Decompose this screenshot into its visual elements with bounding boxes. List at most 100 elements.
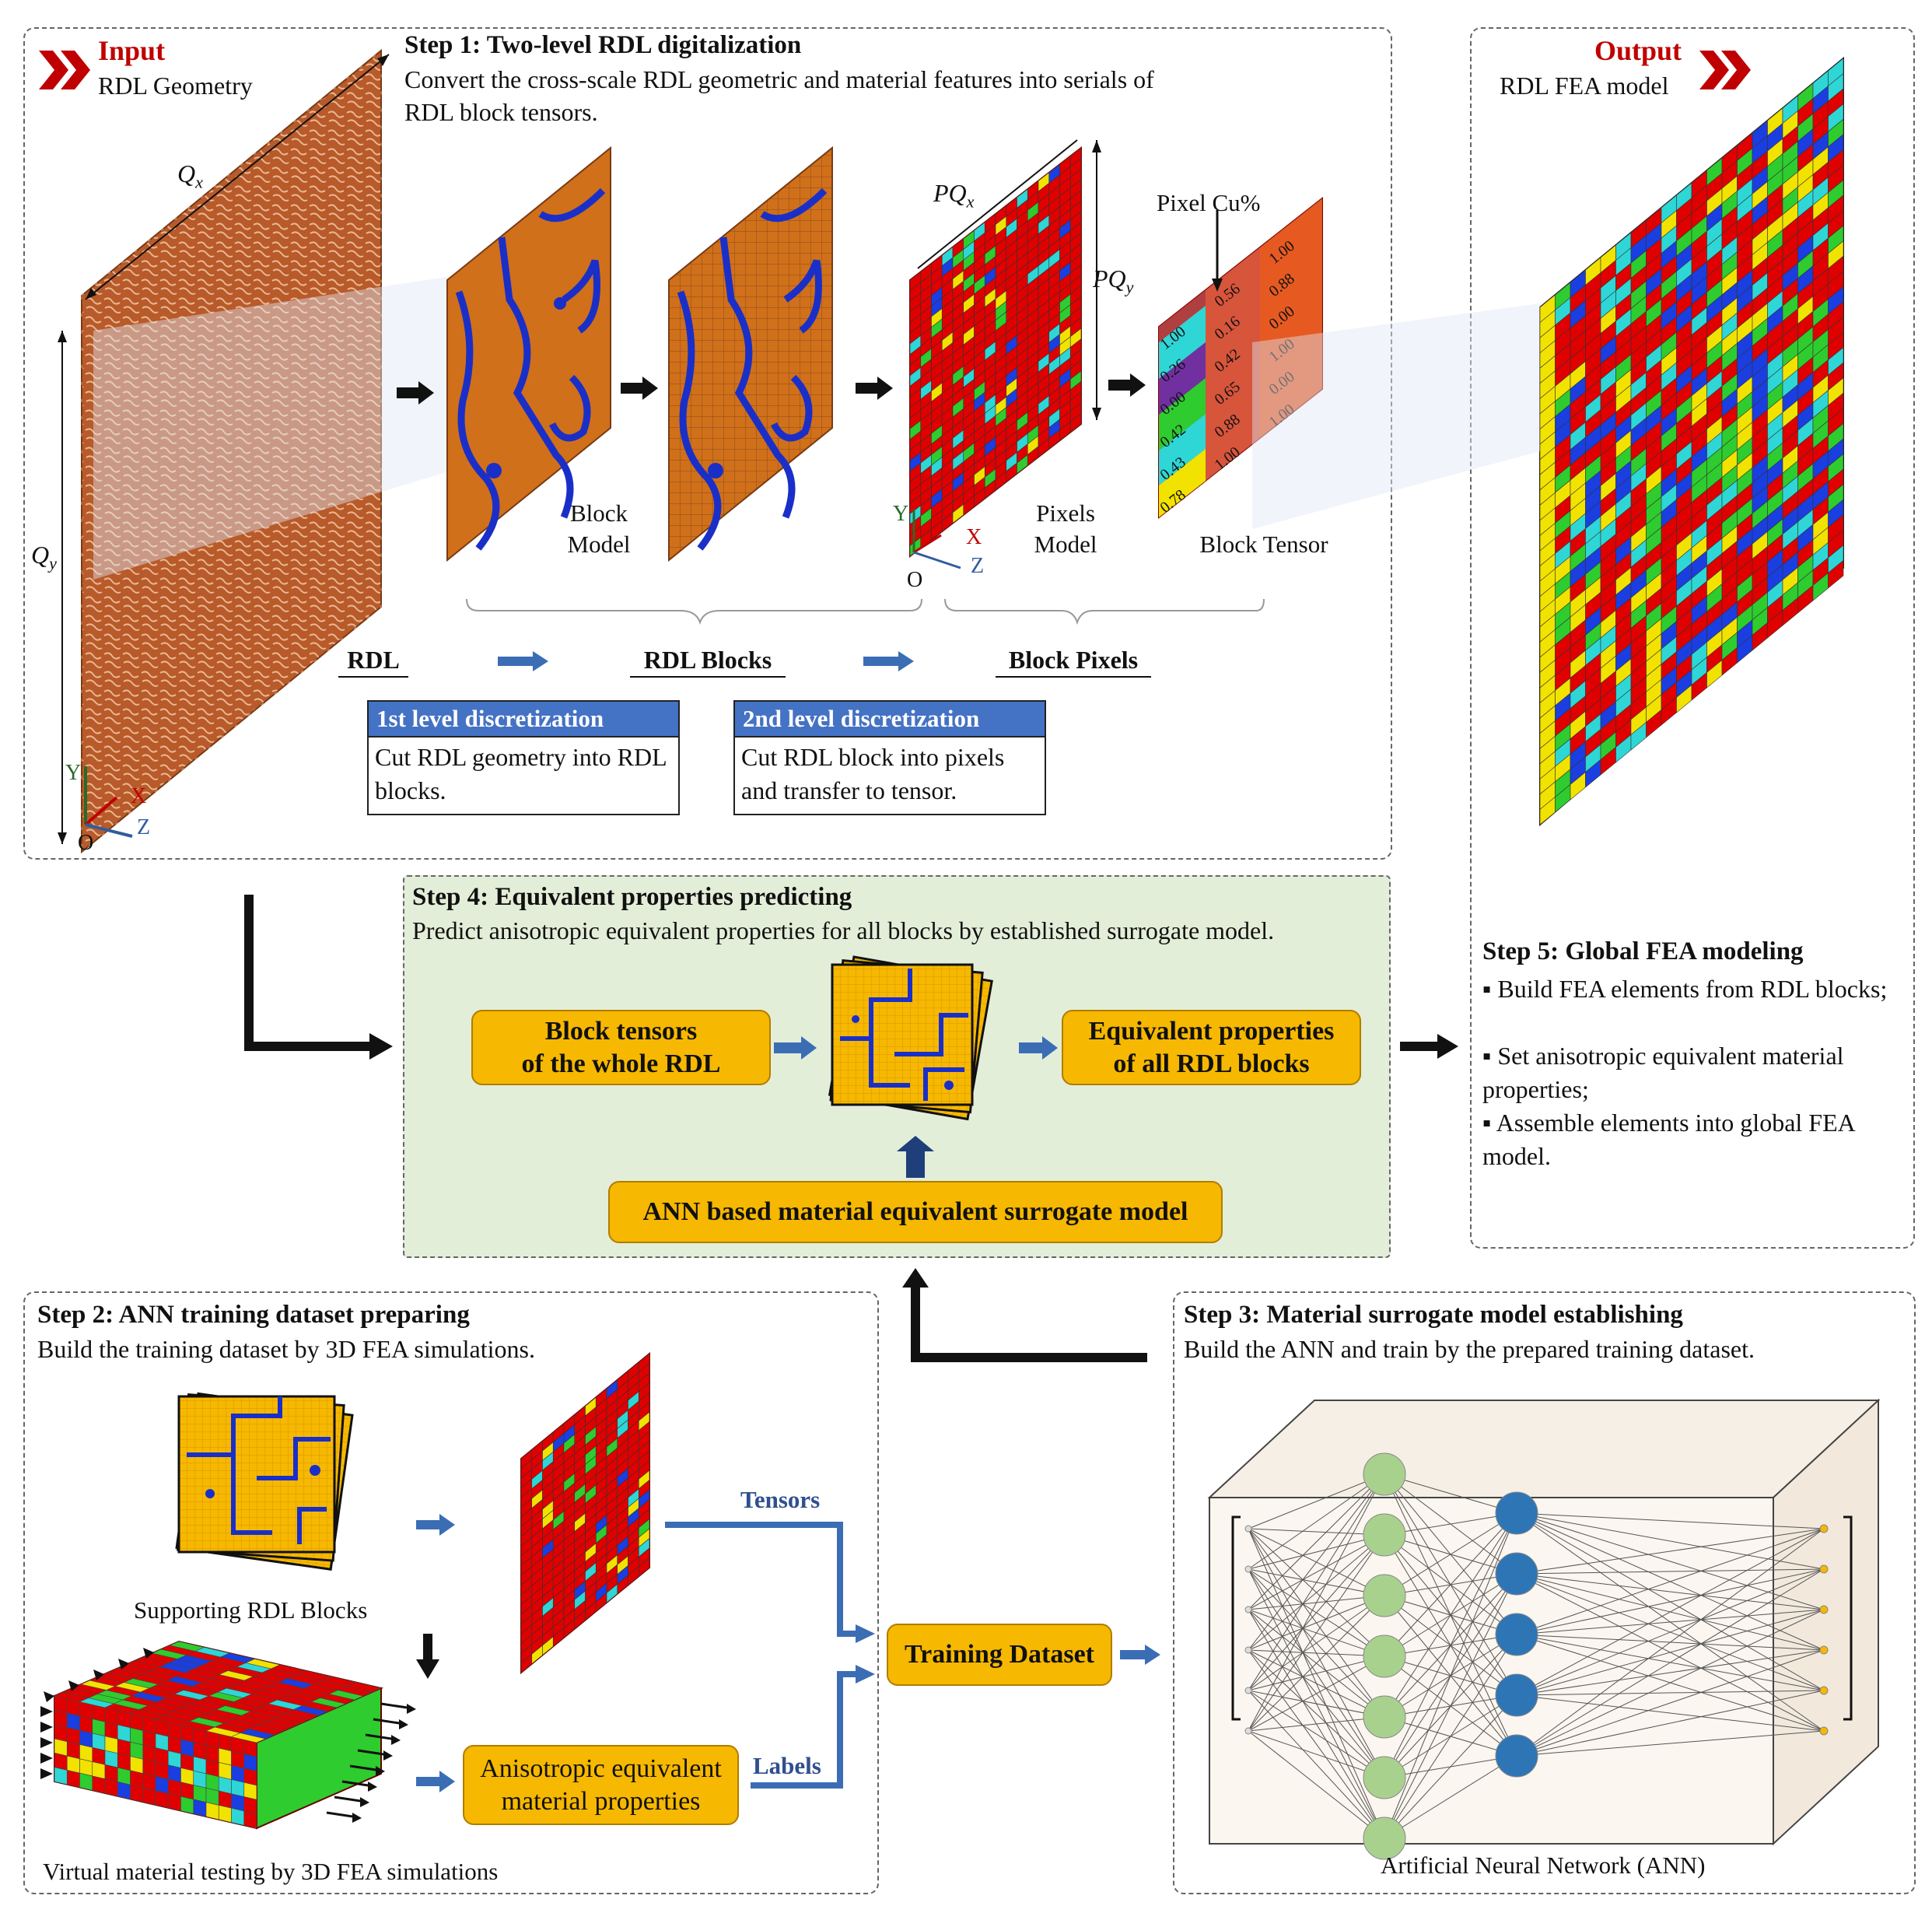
ann-connection (1384, 1512, 1517, 1839)
step4-desc: Predict anisotropic equivalent propertie… (412, 916, 1275, 944)
training-dataset-box: Training Dataset (887, 1624, 1112, 1686)
grid-cell (1828, 559, 1844, 589)
grid-cell (117, 1782, 131, 1799)
big-arrow-step3-to-step4 (902, 1268, 1147, 1362)
grid-cell (205, 1802, 219, 1820)
ann-connection (1248, 1473, 1385, 1691)
ann-node (1819, 1605, 1829, 1614)
ann-node (1819, 1726, 1829, 1736)
ann-connection (1248, 1690, 1385, 1839)
ann-graphic (1207, 1398, 1881, 1860)
training-to-ann-arrow (1120, 1645, 1160, 1665)
ann-connection (1248, 1655, 1385, 1691)
ann-connection (1516, 1690, 1825, 1757)
ann-node (1495, 1552, 1538, 1596)
qy-label: Qy (31, 541, 57, 573)
ann-connection (1516, 1512, 1825, 1610)
step1-desc-line2: RDL block tensors. (404, 98, 598, 126)
pixels-axis-o: O (907, 568, 923, 592)
grid-cell (638, 1557, 650, 1577)
ann-node (1244, 1646, 1252, 1654)
level2-header: 2nd level discretization (733, 700, 1046, 738)
input-chevron-icon (39, 51, 90, 89)
flow-rdl: RDL (338, 646, 408, 678)
load-arrow-icon (40, 1737, 53, 1748)
fea-model-graphic (1539, 56, 1844, 827)
pixels-axis-z: Z (971, 554, 985, 578)
step4-box-bottom: ANN based material equivalent surrogate … (608, 1181, 1223, 1243)
pixels-model-graphic (909, 139, 1101, 569)
ann-connection (1248, 1730, 1385, 1839)
grid-cell (218, 1805, 232, 1823)
block-tensor-label: Block Tensor (1199, 531, 1328, 558)
ann-connection (1516, 1568, 1825, 1635)
step2-panel (23, 1291, 879, 1894)
ann-caption: Artificial Neural Network (ANN) (1381, 1852, 1706, 1879)
load-arrow-icon (93, 1669, 104, 1680)
grid-cell (130, 1784, 144, 1803)
ann-connection (1516, 1528, 1825, 1757)
force-arrow-icon (360, 1797, 369, 1807)
ann-connection (1248, 1595, 1385, 1732)
load-arrow-icon (118, 1659, 129, 1669)
ann-connection (1384, 1694, 1517, 1839)
ann-node (1244, 1565, 1252, 1573)
output-panel (1470, 27, 1915, 1249)
ann-connection (1384, 1512, 1517, 1536)
step3-desc: Build the ANN and train by the prepared … (1184, 1335, 1755, 1363)
ann-node (1495, 1673, 1538, 1717)
pqx-label: PQx (933, 179, 975, 212)
ann-connection (1248, 1690, 1385, 1778)
output-tag: Output (1594, 35, 1682, 66)
ann-connection (1248, 1534, 1385, 1691)
ann-connection (1384, 1573, 1517, 1839)
rdl-geometry-graphic (58, 48, 451, 854)
load-arrow-icon (68, 1680, 79, 1691)
ann-connection (1516, 1512, 1825, 1529)
virtual-label: Virtual material testing by 3D FEA simul… (43, 1858, 499, 1885)
ann-connection (1516, 1573, 1825, 1610)
level1-body: Cut RDL geometry into RDL blocks. (367, 738, 680, 815)
ann-connection (1248, 1534, 1385, 1732)
ann-connection (1248, 1473, 1385, 1732)
load-arrow-icon (143, 1648, 154, 1659)
grid-cell (167, 1793, 181, 1811)
ann-connection (1384, 1512, 1517, 1778)
ann-connection (1248, 1534, 1385, 1570)
fea-wedge (1252, 303, 1540, 529)
ann-connection (1516, 1694, 1825, 1732)
ann-connection (1248, 1649, 1385, 1839)
ann-connection (1384, 1512, 1517, 1718)
qx-label: Qx (177, 159, 203, 192)
ann-node (1819, 1686, 1829, 1695)
ann-connection (1248, 1534, 1385, 1651)
ann-node (1363, 1452, 1406, 1496)
ann-node (1244, 1525, 1252, 1533)
labels-label: Labels (753, 1752, 821, 1779)
ann-connection (1248, 1473, 1385, 1651)
step5-bullet-1: ▪ Build FEA elements from RDL blocks; (1482, 975, 1888, 1003)
block-model-graphic (446, 145, 611, 562)
step4-blocks-stack (828, 955, 993, 1121)
step1-arrows (397, 373, 1146, 405)
grid-cell (231, 1807, 245, 1826)
ann-node (1495, 1491, 1538, 1535)
ann-connection (1516, 1730, 1825, 1757)
grid-cell (155, 1790, 169, 1809)
supporting-label: Supporting RDL Blocks (134, 1596, 368, 1624)
step2-pixel-block (520, 1351, 650, 1675)
ann-connection (1516, 1528, 1825, 1575)
step2-title: Step 2: ANN training dataset preparing (37, 1301, 470, 1329)
input-tag: Input (98, 35, 166, 66)
grid-cell (346, 1682, 382, 1693)
ann-connection (1516, 1528, 1825, 1696)
force-arrow-icon (352, 1813, 362, 1823)
pqy-label: PQy (1093, 265, 1134, 297)
load-arrow-icon (40, 1722, 53, 1733)
axis-y-label: Y (65, 761, 82, 785)
ann-connection (1384, 1512, 1517, 1657)
pixels-axis-x: X (966, 525, 982, 549)
step4-arrows (774, 1036, 1058, 1178)
step1-panel (23, 27, 1392, 860)
